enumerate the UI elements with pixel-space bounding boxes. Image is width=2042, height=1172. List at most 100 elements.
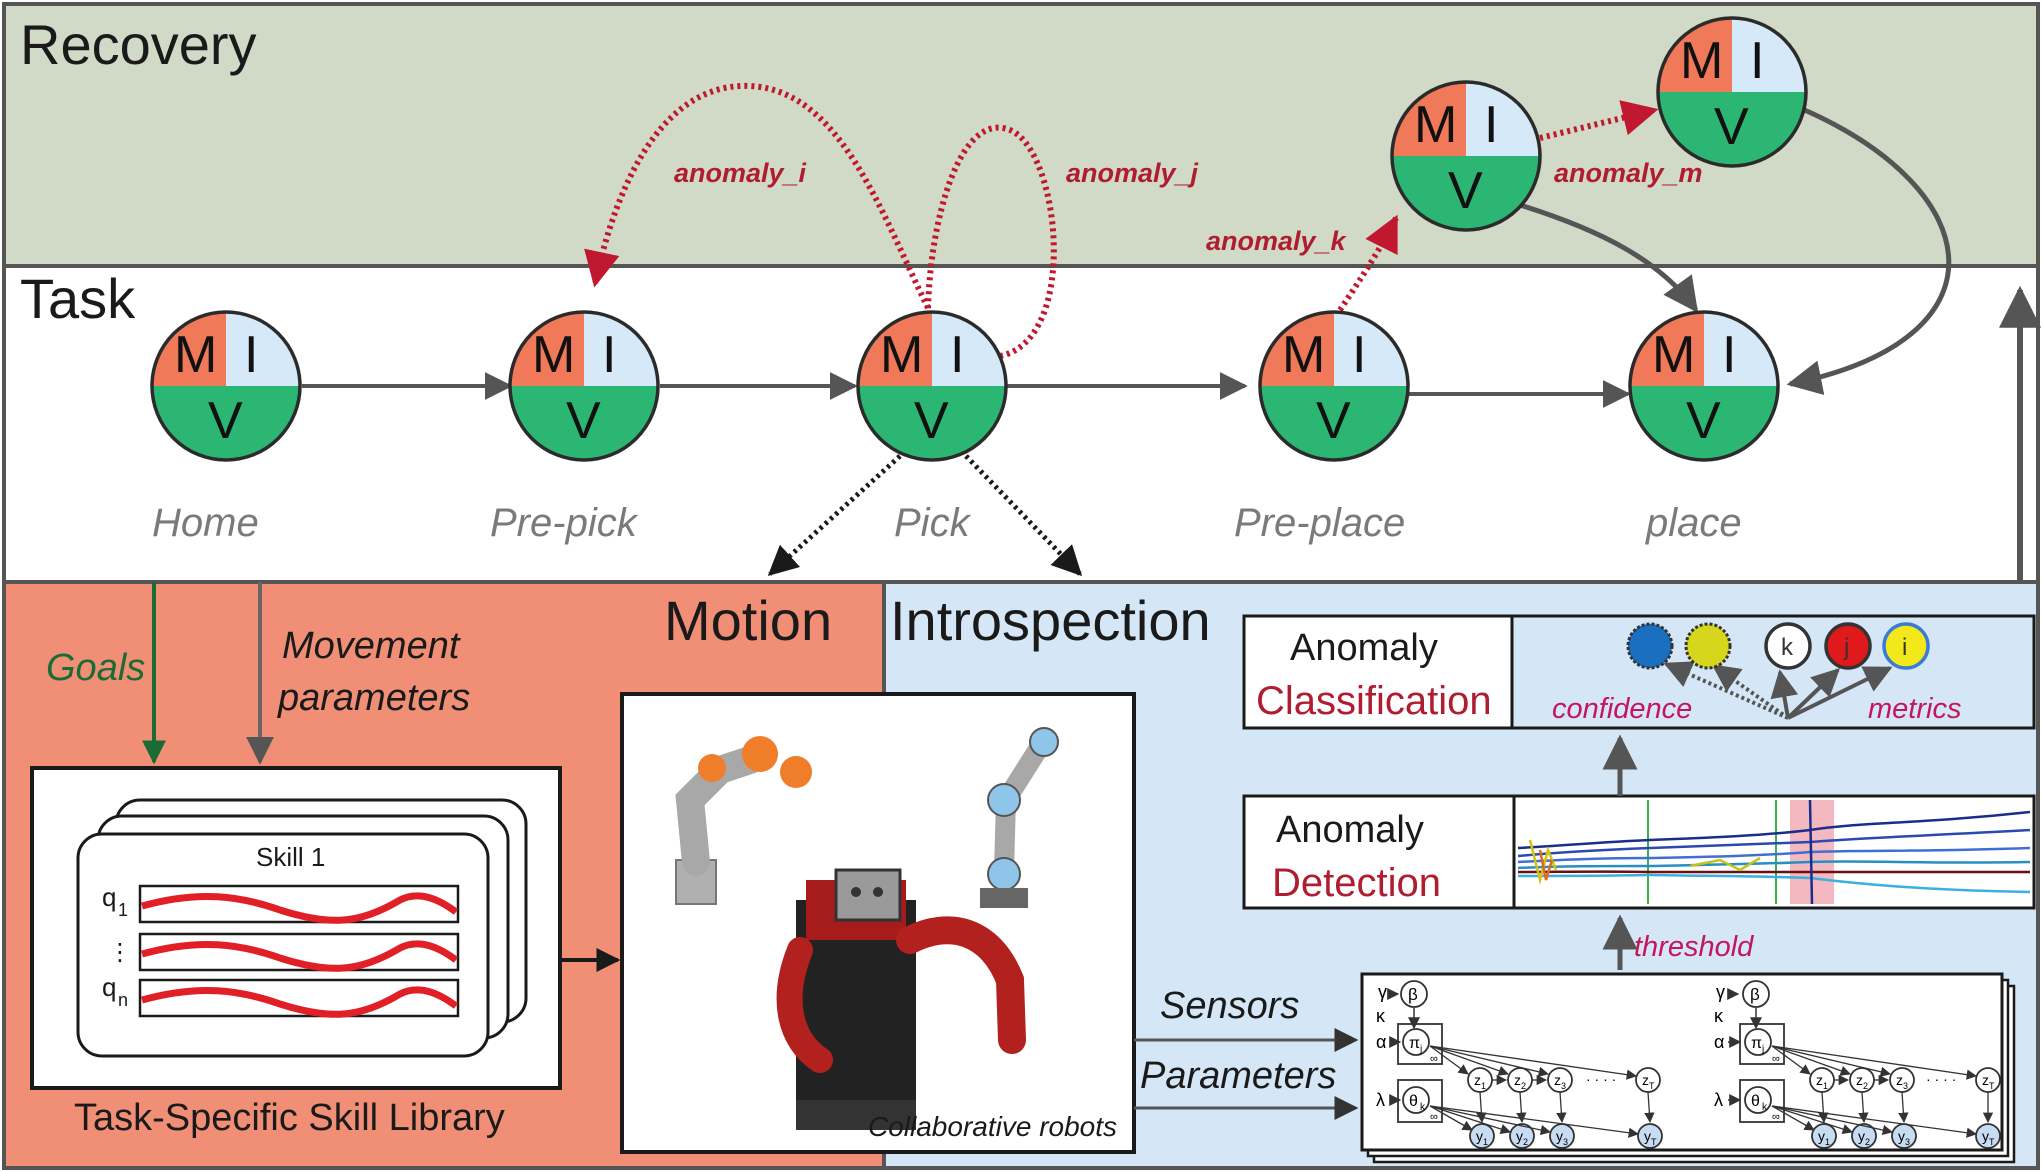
state-home: Home	[152, 501, 259, 545]
svg-text:· · · ·: · · · ·	[1586, 1071, 1616, 1087]
sensors-label: Sensors	[1160, 985, 1299, 1027]
svg-text:3: 3	[1903, 1081, 1908, 1091]
svg-text:β: β	[1408, 985, 1418, 1004]
motion-title: Motion	[664, 589, 832, 652]
q1-label: q	[102, 882, 116, 912]
baxter-robot-icon	[776, 868, 1026, 1130]
svg-text:z: z	[1982, 1072, 1989, 1088]
svg-text:z: z	[1514, 1072, 1521, 1088]
detection-signals	[1517, 799, 2031, 905]
skill-traj-q1	[138, 884, 460, 924]
anomaly-i-label: anomaly_i	[674, 158, 807, 188]
svg-text:T: T	[1989, 1081, 1995, 1091]
anomaly-j-label: anomaly_j	[1066, 158, 1199, 188]
state-preplace: Pre-place	[1234, 501, 1405, 545]
svg-text:T: T	[1651, 1137, 1657, 1147]
circle-i-label: i	[1902, 634, 1907, 661]
svg-text:M: M	[1414, 96, 1457, 154]
node-pick: M I V	[856, 310, 1008, 462]
svg-text:V: V	[1316, 392, 1351, 450]
svg-text:k: k	[1420, 1102, 1426, 1113]
svg-text:β: β	[1750, 985, 1760, 1004]
skill-library-label: Task-Specific Skill Library	[74, 1097, 505, 1139]
svg-text:2: 2	[1521, 1081, 1526, 1091]
graphical-model-box	[1360, 972, 2004, 1152]
detection-label: Detection	[1272, 861, 1441, 905]
svg-text:M: M	[174, 326, 217, 384]
svg-text:j: j	[1761, 1044, 1764, 1055]
svg-text:y: y	[1476, 1128, 1483, 1144]
class-circle-yellow	[1684, 622, 1732, 670]
circle-j-label: j	[1843, 634, 1849, 661]
svg-text:M: M	[532, 326, 575, 384]
class-circle-i	[1882, 622, 1930, 670]
svg-text:I: I	[1352, 326, 1366, 384]
svg-text:z: z	[1474, 1072, 1481, 1088]
svg-text:y: y	[1556, 1128, 1563, 1144]
svg-text:I: I	[1750, 32, 1764, 90]
svg-text:λ: λ	[1714, 1090, 1723, 1110]
svg-text:θ: θ	[1409, 1093, 1418, 1110]
node-recovery-m: M I V	[1656, 16, 1808, 168]
state-place: place	[1645, 501, 1742, 545]
svg-text:y: y	[1818, 1128, 1825, 1144]
svg-text:V: V	[208, 392, 243, 450]
node-home: M I V	[150, 310, 302, 462]
svg-text:γ: γ	[1716, 982, 1725, 1002]
classification-label: Classification	[1256, 679, 1492, 723]
qn-label: q	[102, 972, 116, 1002]
skill-title: Skill 1	[256, 842, 325, 872]
svg-text:κ: κ	[1714, 1006, 1724, 1026]
svg-text:3: 3	[1563, 1137, 1568, 1147]
svg-text:j: j	[1419, 1044, 1422, 1055]
svg-text:y: y	[1982, 1128, 1989, 1144]
svg-text:· · · ·: · · · ·	[1926, 1071, 1956, 1087]
robots-caption: Collaborative robots	[868, 1111, 1117, 1142]
svg-text:y: y	[1898, 1128, 1905, 1144]
svg-text:V: V	[1686, 392, 1721, 450]
svg-text:z: z	[1856, 1072, 1863, 1088]
svg-text:1: 1	[1483, 1137, 1488, 1147]
anomaly-detection-box	[1242, 794, 1516, 910]
node-recovery-k: M I V	[1390, 80, 1542, 232]
svg-text:y: y	[1858, 1128, 1865, 1144]
svg-text:M: M	[1652, 326, 1695, 384]
svg-text:∞: ∞	[1430, 1111, 1438, 1123]
svg-text:I: I	[244, 326, 258, 384]
svg-text:α: α	[1376, 1032, 1386, 1052]
anomaly-k-label: anomaly_k	[1206, 226, 1348, 256]
svg-text:T: T	[1989, 1137, 1995, 1147]
svg-text:2: 2	[1523, 1137, 1528, 1147]
anomaly-m-label: anomaly_m	[1554, 158, 1703, 188]
introspection-title: Introspection	[890, 589, 1211, 652]
svg-text:y: y	[1644, 1128, 1651, 1144]
svg-text:1: 1	[1481, 1081, 1486, 1091]
svg-text:1: 1	[1825, 1137, 1830, 1147]
recovery-title: Recovery	[20, 13, 257, 76]
arrow-anomaly-j	[925, 124, 1057, 359]
node-prepick: M I V	[508, 310, 660, 462]
svg-text:2: 2	[1865, 1137, 1870, 1147]
classification-anomaly-label: Anomaly	[1290, 627, 1438, 669]
node-preplace: M I V	[1258, 310, 1410, 462]
svg-text:M: M	[880, 326, 923, 384]
node-place: M I V	[1628, 310, 1780, 462]
svg-text:α: α	[1714, 1032, 1724, 1052]
skill-traj-qn	[138, 978, 460, 1018]
state-prepick: Pre-pick	[490, 501, 639, 545]
graphical-model-right: γ β κ α π j ∞ λ θ k ∞ z 1 z 2 z 3 z T · …	[1714, 980, 2001, 1149]
svg-text:1: 1	[1823, 1081, 1828, 1091]
detection-plot	[1512, 794, 2036, 910]
svg-text:∞: ∞	[1772, 1053, 1780, 1065]
q-dots: ⋮	[108, 939, 132, 966]
classification-links	[1663, 661, 1893, 720]
svg-text:V: V	[914, 392, 949, 450]
traj-q1-curve	[141, 892, 459, 924]
svg-text:T: T	[1649, 1081, 1655, 1091]
circle-k-label: k	[1781, 634, 1794, 661]
svg-text:I: I	[1722, 326, 1736, 384]
svg-text:y: y	[1516, 1128, 1523, 1144]
kuka-robot-icon	[675, 736, 812, 905]
svg-text:z: z	[1896, 1072, 1903, 1088]
arrow-recovery-m-to-place	[1786, 105, 1952, 395]
